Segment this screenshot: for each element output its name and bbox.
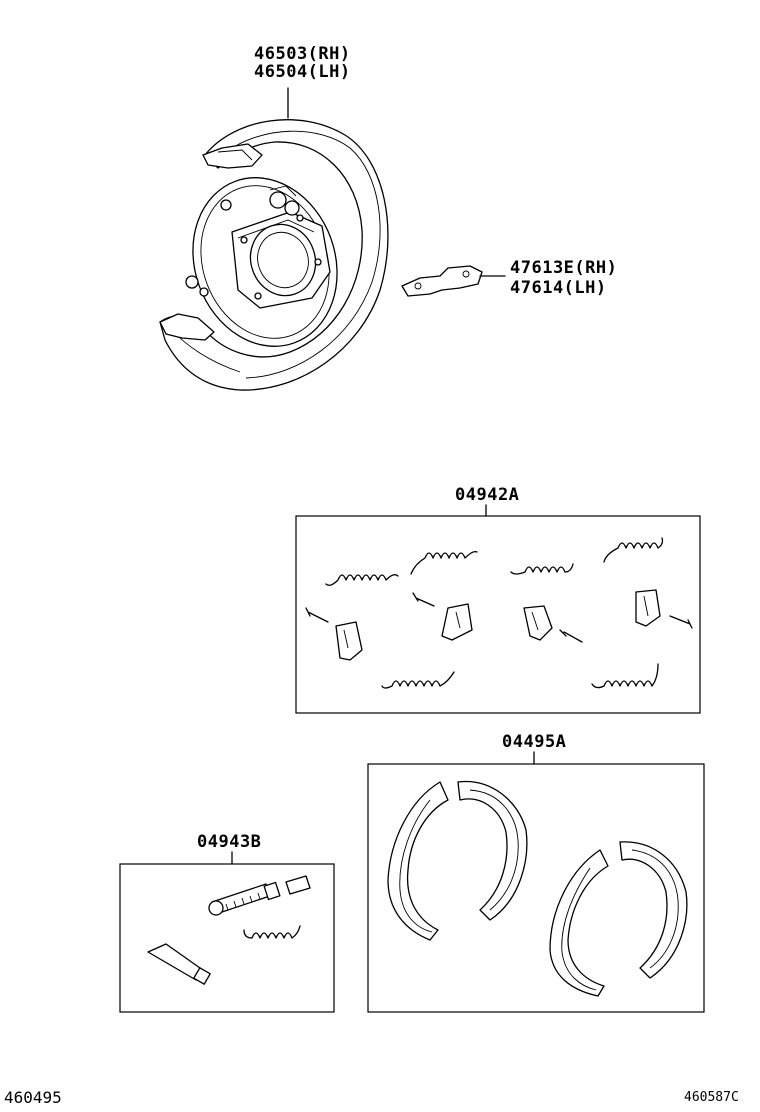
footer-right-code: 460587C	[684, 1090, 739, 1105]
bracket-part-number-lh: 47614(LH)	[510, 278, 607, 298]
backing-plate-part-number-lh: 46504(LH)	[254, 62, 351, 82]
adjuster-kit-part-number: 04943B	[197, 832, 262, 852]
bracket-part-number-rh: 47613E(RH)	[510, 258, 618, 278]
backing-plate-drawing	[159, 87, 389, 391]
bracket-drawing	[401, 265, 506, 297]
spring-kit-part-number: 04942A	[455, 485, 520, 505]
shoe-kit-part-number: 04495A	[502, 732, 567, 752]
backing-plate-part-number-rh: 46503(RH)	[254, 44, 351, 64]
spring-kit-drawing	[295, 504, 701, 714]
adjuster-kit-drawing	[119, 851, 335, 1013]
shoe-kit-drawing	[367, 751, 705, 1013]
footer-left-code: 460495	[4, 1088, 62, 1107]
